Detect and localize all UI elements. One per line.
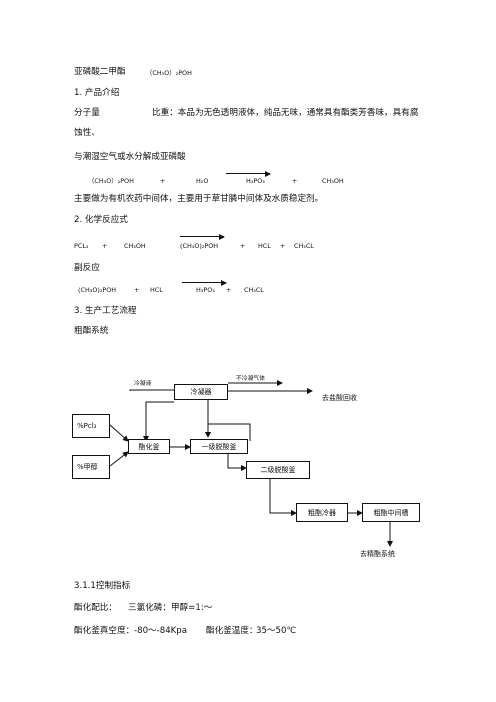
second-deacid-reactor-box: 二级脱酸釜 [246, 461, 310, 479]
molecular-weight-label: 分子量 [74, 108, 100, 118]
flow-line [227, 452, 247, 471]
eq-plus: + [134, 286, 140, 294]
esterification-reactor-box: 酯化釜 [128, 439, 170, 454]
flow-line [207, 398, 251, 441]
eq-reactant-b: CH₃OH [124, 242, 146, 250]
noncondensable-gas-label: 不冷凝气体 [236, 376, 265, 382]
usage-text: 主要做为有机农药中间体，主要用于草甘膦中间体及水质稳定剂。 [74, 194, 324, 204]
eq-plus: + [240, 242, 246, 250]
coolant-label: 冷凝液 [134, 381, 152, 387]
eq-product-d: CH₃OH [322, 177, 344, 185]
eq-product-d: HCL [258, 242, 271, 250]
reaction-arrow-icon [182, 279, 227, 286]
vacuum-value: -80～-84Kpa [134, 626, 188, 636]
flow-line [109, 424, 129, 442]
ratio-label: 酯化配比： [74, 603, 117, 613]
eq-reactant-a: PCL₃ [74, 242, 89, 250]
product-name: 亚磷酸二甲酯 [74, 67, 126, 77]
crude-ester-cooler-box: 粗酯冷器 [296, 503, 348, 522]
eq-reactant-b: H₂O [196, 177, 209, 185]
eq-product-e: CH₃CL [294, 242, 314, 250]
to-acid-recovery-label: 去盐酸回收 [322, 394, 357, 402]
temperature-value: 35～50℃ [256, 626, 297, 636]
eq-plus: + [292, 177, 298, 185]
eq-reactant-b: HCL [150, 286, 163, 294]
temperature-label: 酯化釜温度： [206, 626, 258, 636]
methanol-feed-box: %甲醇 [72, 455, 110, 479]
section-3-heading: 3. 生产工艺流程 [74, 306, 137, 316]
eq-plus: + [280, 242, 286, 250]
ratio-value: 三氯化磷：甲醇=1:～ [128, 603, 213, 613]
to-refine-system-label: 去精酯系统 [360, 550, 395, 558]
section-1-heading: 1. 产品介绍 [74, 88, 120, 98]
eq-plus: + [226, 286, 232, 294]
eq-product-c: H₃PO₃ [196, 286, 215, 294]
eq-reactant-a: (CH₃O)₂POH [78, 286, 117, 294]
control-index-heading: 3.1.1控制指标 [74, 581, 131, 591]
specific-gravity-continued: 蚀性、 [74, 128, 100, 138]
flow-line [269, 479, 297, 516]
flow-line [109, 451, 129, 467]
reaction-arrow-icon [180, 233, 225, 240]
eq-product-c: (CH₃O)₂POH [180, 242, 219, 250]
condenser-box: 冷凝器 [174, 384, 228, 400]
first-deacid-reactor-box: 一级脱酸釜 [190, 439, 248, 454]
side-reaction-label: 副反应 [74, 263, 100, 273]
pcl3-feed-box: %Pcl₃ [72, 414, 110, 438]
vacuum-label: 酯化釜真空度： [74, 626, 135, 636]
flow-line [143, 401, 174, 442]
reaction-arrow-icon [226, 170, 271, 177]
product-formula: （CH₃O）₂POH [146, 69, 192, 77]
eq-reactant-a: （CH₃O）₂POH [88, 177, 134, 185]
section-2-heading: 2. 化学反应式 [74, 215, 128, 225]
eq-product-c: H₃PO₃ [246, 177, 265, 185]
crude-ester-system-label: 粗酯系统 [74, 326, 109, 336]
crude-ester-tank-box: 粗酯中间槽 [362, 503, 420, 522]
specific-gravity-text: 比重：本品为无色透明液体，纯品无味，通常具有酯类芳香味，具有腐 [152, 108, 419, 118]
eq-plus: + [160, 177, 166, 185]
eq-product-d: CH₃CL [244, 286, 264, 294]
eq-plus: + [102, 242, 108, 250]
flow-line [129, 389, 174, 391]
hydrolysis-text: 与潮湿空气或水分解成亚磷酸 [74, 152, 186, 162]
